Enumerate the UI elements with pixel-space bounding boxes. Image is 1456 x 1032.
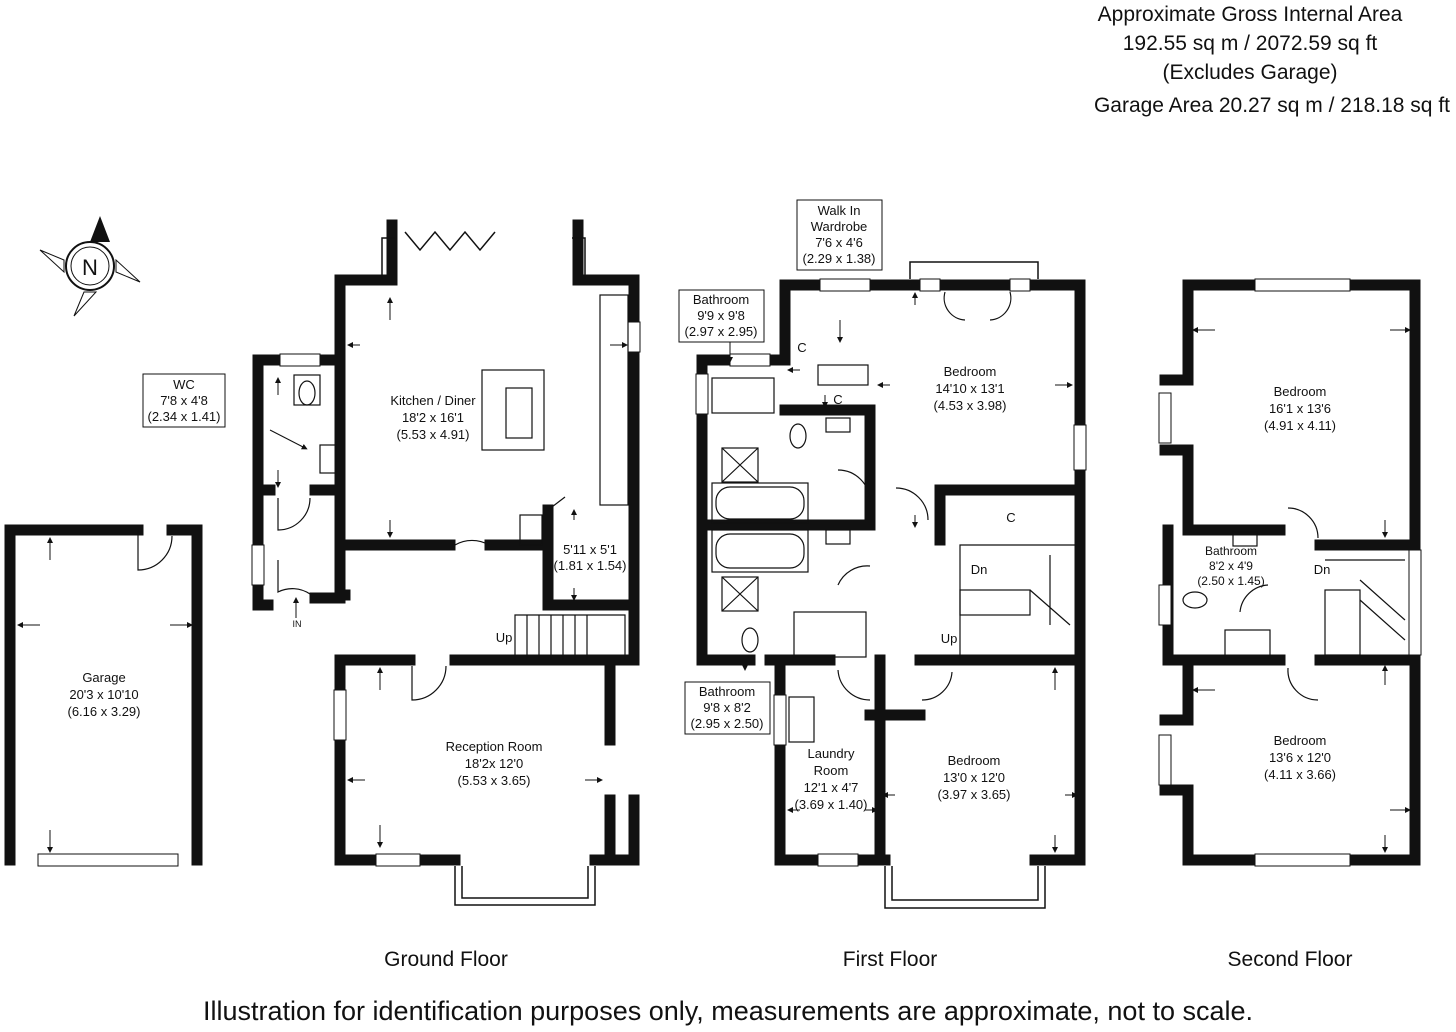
- room-bed1-label: Bedroom 14'10 x 13'1 (4.53 x 3.98): [934, 364, 1007, 413]
- room-name: Walk In: [818, 203, 861, 218]
- room-dims-metric: (5.53 x 3.65): [458, 773, 531, 788]
- room-dims-imperial: 9'8 x 8'2: [703, 700, 751, 715]
- cupboard-label: C: [1006, 510, 1015, 525]
- room-dims-imperial: 13'6 x 12'0: [1269, 750, 1331, 765]
- room-name: Bedroom: [948, 753, 1001, 768]
- room-dims-metric: (2.34 x 1.41): [148, 409, 221, 424]
- room-dims-metric: (5.53 x 4.91): [397, 427, 470, 442]
- room-name: WC: [173, 377, 195, 392]
- entrance-label: IN: [293, 619, 302, 629]
- gross-area-title: Approximate Gross Internal Area: [1097, 3, 1403, 26]
- room-name: Bathroom: [693, 292, 749, 307]
- room-dims-metric: (4.91 x 4.11): [1264, 418, 1336, 433]
- cupboard-label: C: [797, 340, 806, 355]
- room-dims-imperial: 16'1 x 13'6: [1269, 401, 1331, 416]
- room-dims-metric: (4.11 x 3.66): [1264, 767, 1336, 782]
- room-kitchen-label: Kitchen / Diner 18'2 x 16'1 (5.53 x 4.91…: [390, 393, 476, 442]
- floor-title-first: First Floor: [842, 948, 938, 971]
- room-garage-label: Garage 20'3 x 10'10 (6.16 x 3.29): [68, 670, 141, 719]
- room-bed4-label: Bedroom 13'6 x 12'0 (4.11 x 3.66): [1264, 733, 1336, 782]
- room-wc-label: WC 7'8 x 4'8 (2.34 x 1.41): [142, 373, 226, 428]
- room-dims-metric: (6.16 x 3.29): [68, 704, 141, 719]
- room-dims-imperial: 18'2x 12'0: [465, 756, 523, 771]
- room-name: Bedroom: [1274, 733, 1327, 748]
- room-laundry-label: Laundry Room 12'1 x 4'7 (3.69 x 1.40): [795, 746, 868, 812]
- room-store-label: 5'11 x 5'1 (1.81 x 1.54): [554, 542, 627, 573]
- room-name: Reception Room: [446, 739, 543, 754]
- floor-title-ground: Ground Floor: [384, 948, 508, 971]
- room-dims-imperial: 8'2 x 4'9: [1209, 559, 1253, 573]
- room-dims-metric: (2.50 x 1.45): [1197, 574, 1264, 588]
- gross-area-value: 192.55 sq m / 2072.59 sq ft: [1122, 32, 1378, 55]
- fixtures: [293, 294, 1406, 743]
- room-dims-imperial: 7'6 x 4'6: [815, 235, 863, 250]
- room-dims-imperial: 5'11 x 5'1: [563, 542, 617, 557]
- room-name: Garage: [82, 670, 125, 685]
- gross-area-note: (Excludes Garage): [1162, 61, 1338, 84]
- room-reception-label: Reception Room 18'2x 12'0 (5.53 x 3.65): [446, 739, 543, 788]
- stairs-up-label: Up: [496, 630, 513, 645]
- room-dims-imperial: 20'3 x 10'10: [69, 687, 138, 702]
- room-dims-imperial: 13'0 x 12'0: [943, 770, 1005, 785]
- room-name: Bedroom: [1274, 384, 1327, 399]
- room-walkin-label: Walk In Wardrobe 7'6 x 4'6 (2.29 x 1.38): [796, 199, 883, 271]
- room-dims-imperial: 12'1 x 4'7: [804, 780, 859, 795]
- room-bed3-label: Bedroom 16'1 x 13'6 (4.91 x 4.11): [1264, 384, 1336, 433]
- windows: [37, 278, 1422, 867]
- garage-area: Garage Area 20.27 sq m / 218.18 sq ft: [1093, 94, 1450, 117]
- disclaimer: Illustration for identification purposes…: [202, 996, 1254, 1026]
- room-bed2-label: Bedroom 13'0 x 12'0 (3.97 x 3.65): [938, 753, 1011, 802]
- stairs-down-label: Dn: [971, 562, 988, 577]
- stairs-down-label: Dn: [1314, 562, 1331, 577]
- room-name: Bedroom: [944, 364, 997, 379]
- room-dims-imperial: 14'10 x 13'1: [935, 381, 1004, 396]
- room-dims-metric: (3.97 x 3.65): [938, 787, 1011, 802]
- bifold-door-icon: [404, 230, 496, 252]
- floor-title-second: Second Floor: [1227, 948, 1353, 971]
- room-bath3-label: Bathroom 8'2 x 4'9 (2.50 x 1.45): [1197, 544, 1264, 588]
- room-dims-metric: (4.53 x 3.98): [934, 398, 1007, 413]
- room-name: Kitchen / Diner: [390, 393, 476, 408]
- room-dims-metric: (3.69 x 1.40): [795, 797, 868, 812]
- room-bath2-label: Bathroom 9'8 x 8'2 (2.95 x 2.50): [684, 681, 771, 735]
- room-name: Bathroom: [699, 684, 755, 699]
- room-dims-imperial: 7'8 x 4'8: [160, 393, 208, 408]
- room-dims-metric: (2.29 x 1.38): [803, 251, 876, 266]
- room-name: Laundry: [808, 746, 855, 761]
- room-name-2: Wardrobe: [811, 219, 868, 234]
- stairs-up-label: Up: [941, 631, 958, 646]
- room-dims-imperial: 18'2 x 16'1: [402, 410, 464, 425]
- cupboard-label: C: [833, 392, 842, 407]
- room-dims-metric: (2.95 x 2.50): [691, 716, 764, 731]
- compass-icon: N: [39, 216, 141, 317]
- room-name-2: Room: [814, 763, 849, 778]
- room-dims-metric: (2.97 x 2.95): [685, 324, 758, 339]
- room-bath1-label: Bathroom 9'9 x 9'8 (2.97 x 2.95): [678, 289, 765, 343]
- compass-north-label: N: [82, 255, 98, 280]
- bay-windows: [381, 237, 1046, 909]
- dimension-arrows: [17, 292, 1411, 853]
- room-dims-metric: (1.81 x 1.54): [554, 558, 627, 573]
- room-name: Bathroom: [1205, 544, 1257, 558]
- room-dims-imperial: 9'9 x 9'8: [697, 308, 745, 323]
- door-swings: [137, 291, 1319, 701]
- area-summary: Approximate Gross Internal Area 192.55 s…: [1050, 0, 1450, 120]
